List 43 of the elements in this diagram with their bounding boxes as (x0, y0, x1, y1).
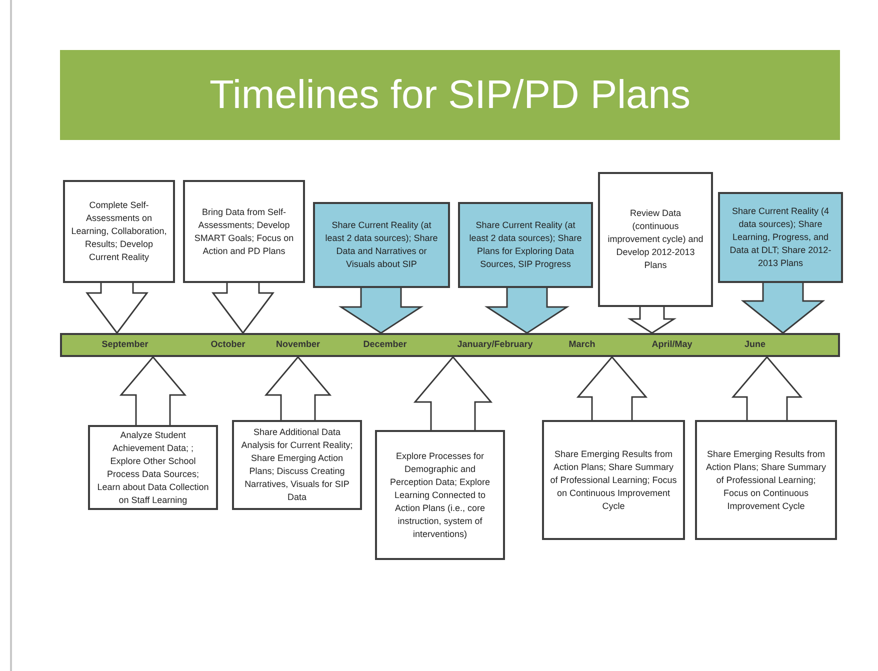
callout-box (88, 425, 218, 510)
month-label: October (210, 338, 246, 351)
callout-text: Bring Data from Self-Assessments; Develop SMART Goals; Focus on Action and PD Plans (193, 206, 295, 258)
block-arrow (627, 306, 677, 334)
block-arrow (212, 282, 274, 334)
month-label: September (102, 338, 148, 351)
month-label: January/February (457, 338, 533, 351)
block-arrow (264, 356, 332, 421)
callout-text: Analyze Student Achievement Data; ; Explore Other School Process Data Sources; Learn about Data Collection on Staff Learning (96, 428, 210, 506)
callout-text: Share Current Reality (4 data sources); Share Learning, Progress, and Data at DLT; Share 2012-2013 Plans (728, 205, 832, 270)
callout-box (63, 180, 175, 283)
callout-box (232, 420, 362, 510)
timeline-bar (60, 333, 840, 357)
callout-text: Complete Self-Assessments on Learning, Collaboration, Results; Develop Current Reality (71, 199, 167, 264)
callout-box (542, 420, 685, 540)
callout-box (458, 202, 593, 288)
callout-text: Share Additional Data Analysis for Current Reality; Share Emerging Action Plans; Discuss Creating Narratives, Visuals for SIP Data (240, 426, 354, 504)
callout-text: Share Current Reality (at least 2 data sources); Share Data and Narratives or Visuals about SIP (324, 219, 439, 271)
month-label: November (276, 338, 320, 351)
callout-text: Share Emerging Results from Action Plans; Share Summary of Professional Learning; Focus on Continuous Improvement Cycle (550, 448, 677, 512)
callout-box (598, 172, 713, 307)
month-label: March (568, 338, 596, 351)
block-arrow (740, 282, 826, 334)
block-arrow (731, 356, 803, 421)
callout-box (718, 192, 843, 283)
block-arrow (86, 282, 148, 334)
block-arrow (484, 287, 570, 334)
block-arrow (338, 287, 424, 334)
callout-text: Share Current Reality (at least 2 data sources); Share Plans for Exploring Data Sources, SIP Progress (468, 219, 583, 271)
month-label: December (363, 338, 407, 351)
month-label: April/May (652, 338, 692, 351)
callout-box (695, 420, 837, 540)
callout-box (183, 180, 305, 283)
block-arrow (413, 356, 493, 431)
callout-box (375, 430, 505, 560)
block-arrow (576, 356, 648, 421)
callout-text: Share Emerging Results from Action Plans; Share Summary of Professional Learning; Focus on Continuous Improvement Cycle (704, 448, 828, 512)
callout-text: Review Data (continuous improvement cycle) and Develop 2012-2013 Plans (606, 207, 704, 272)
block-arrow (119, 356, 187, 426)
title: Timelines for SIP/PD Plans (210, 75, 690, 115)
callout-text: Explore Processes for Demographic and Perception Data; Explore Learning Connected to Action Plans (i.e., core instruction, system of interventions) (388, 450, 492, 540)
month-label: June (744, 338, 766, 351)
callout-box (313, 202, 450, 288)
